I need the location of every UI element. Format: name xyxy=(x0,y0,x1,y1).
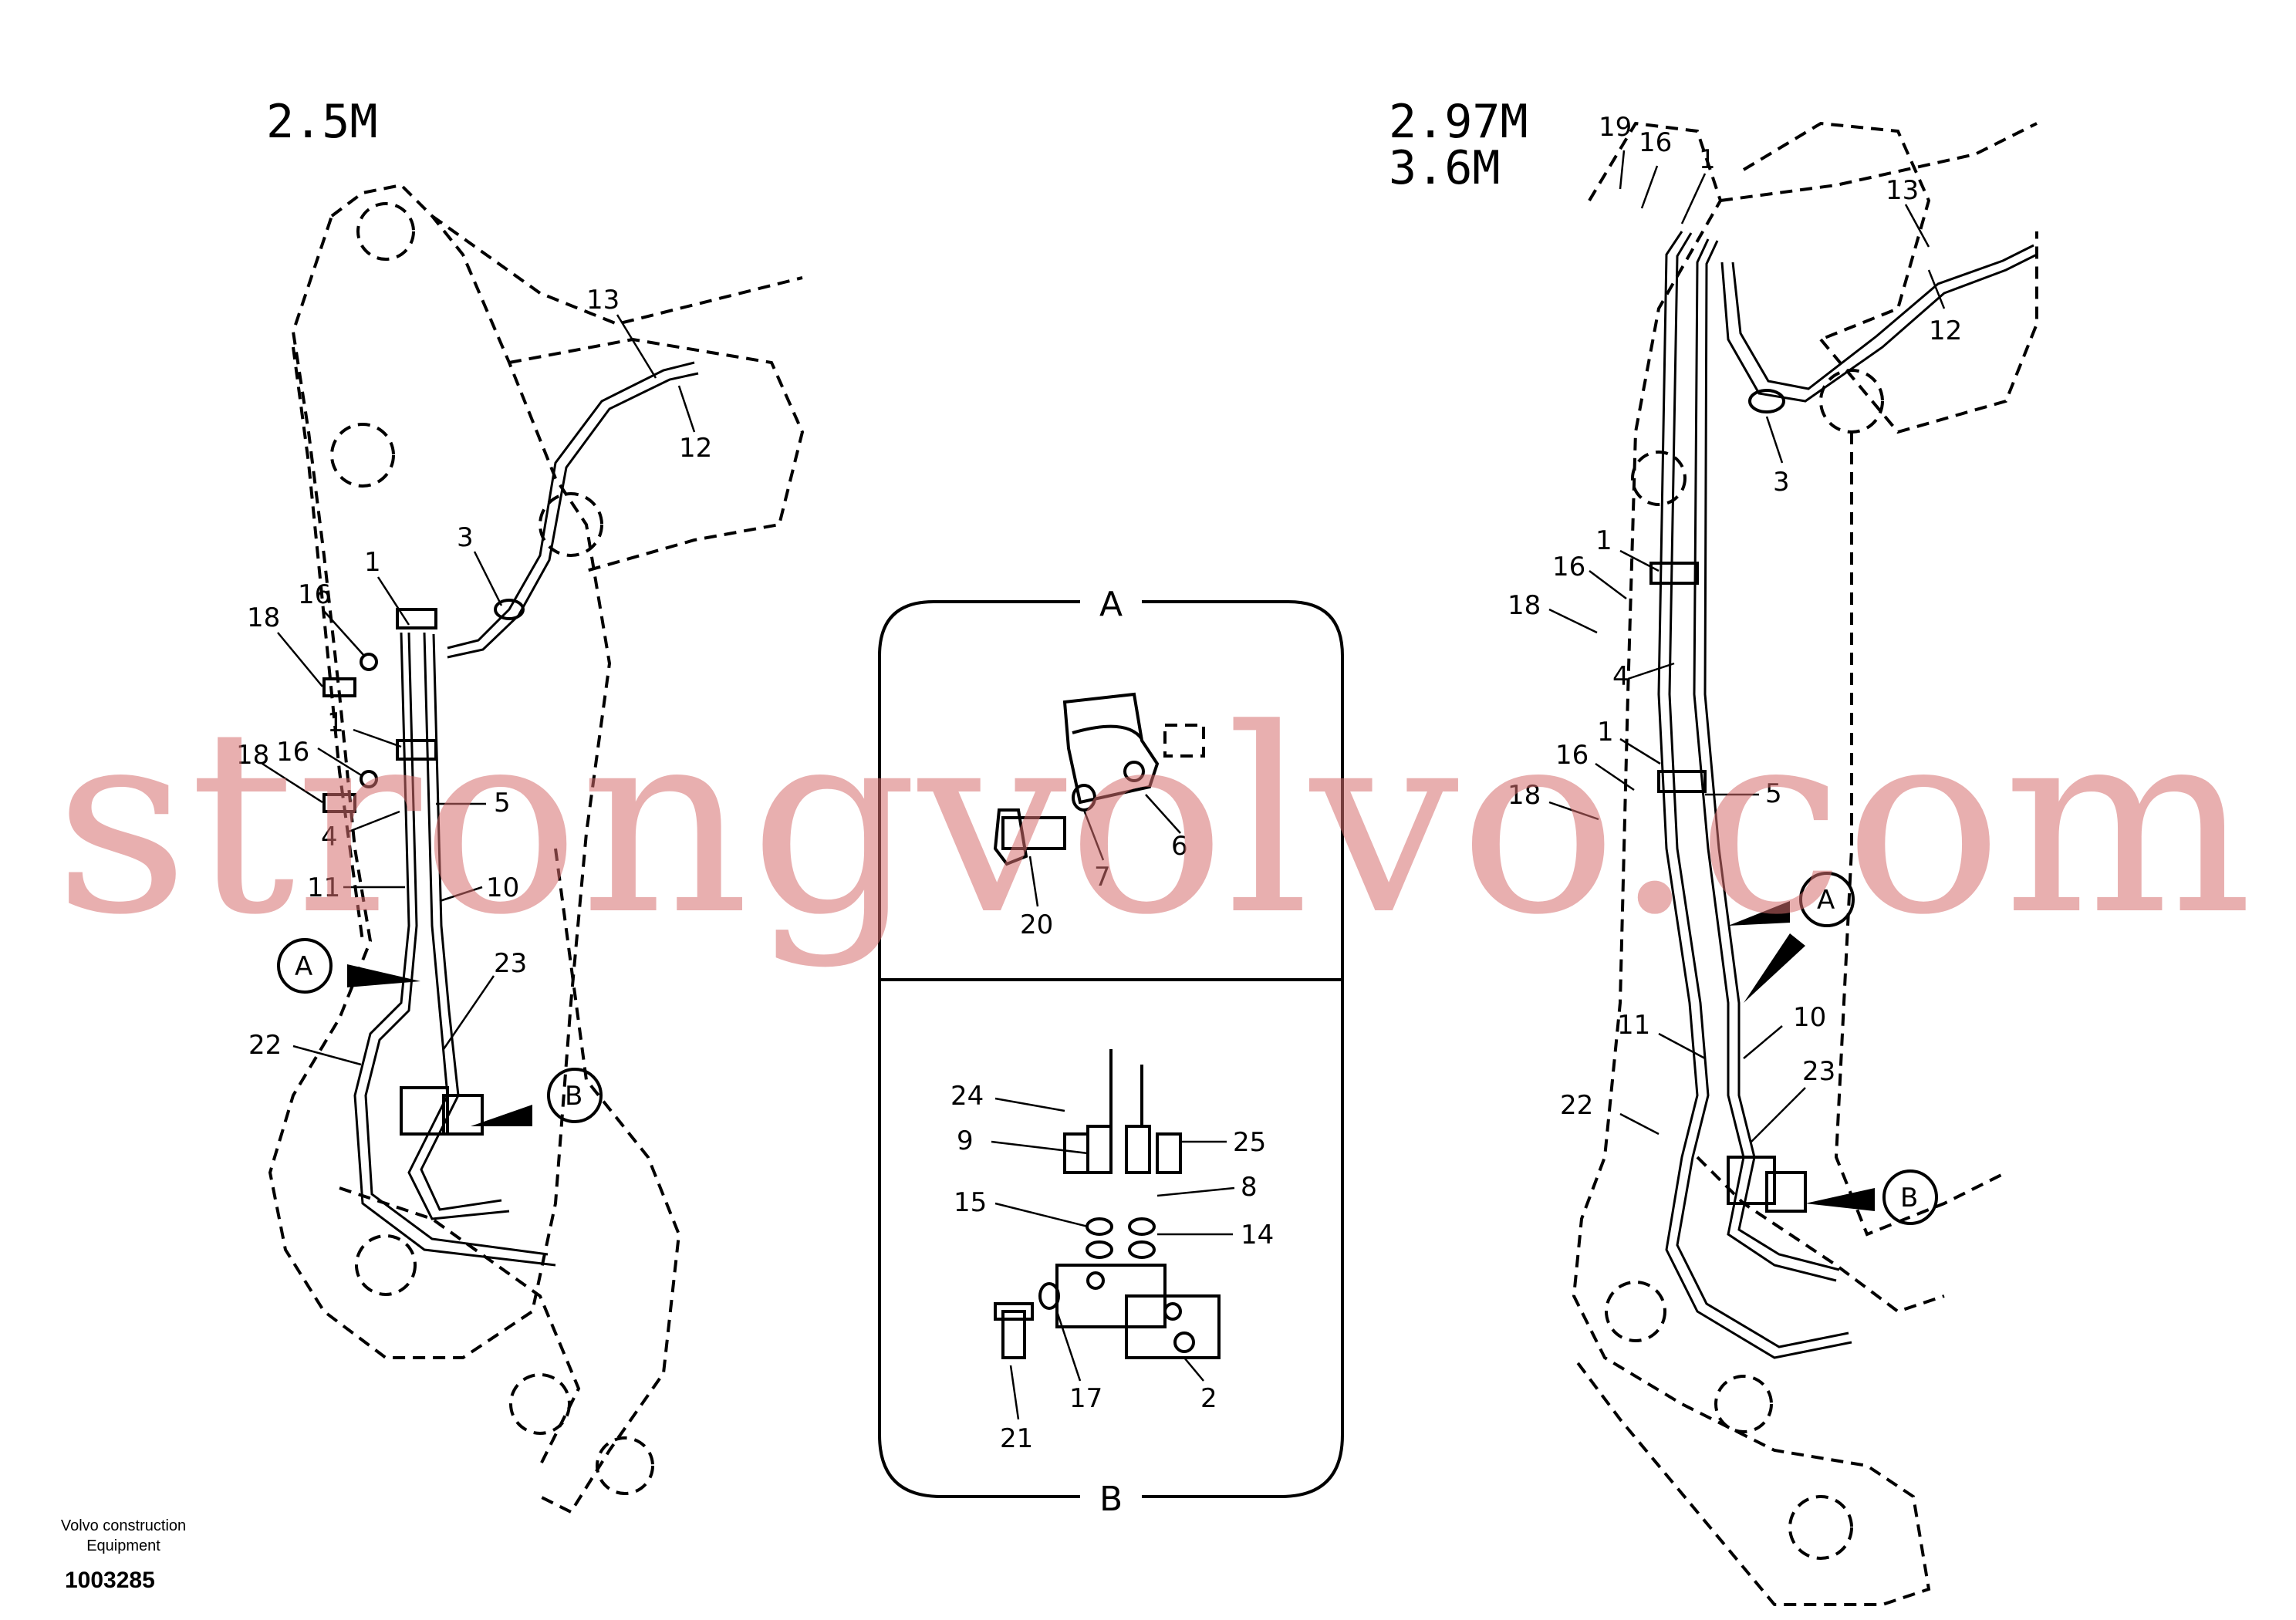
callout: 24 xyxy=(950,1081,984,1112)
left-small-parts xyxy=(322,653,378,813)
callout: 15 xyxy=(954,1187,987,1218)
detail-b-parts xyxy=(994,1049,1221,1359)
callout: 1 xyxy=(1597,717,1614,748)
callout: 22 xyxy=(1560,1090,1593,1121)
callout: 25 xyxy=(1233,1127,1266,1158)
callout: 14 xyxy=(1241,1220,1274,1250)
callout: 3 xyxy=(457,522,474,553)
callout: 9 xyxy=(957,1126,974,1156)
callout: 23 xyxy=(494,948,527,979)
section-label-a: A xyxy=(1099,585,1123,624)
watermark-text: strongvolvo.com xyxy=(54,674,2253,970)
callout: 4 xyxy=(1612,661,1629,692)
callout: 7 xyxy=(1094,862,1111,893)
left-boom-outline xyxy=(268,183,805,1514)
detail-frame xyxy=(878,585,1344,1514)
callout: 1 xyxy=(364,547,381,578)
callout: B xyxy=(565,1081,582,1112)
callout: 5 xyxy=(494,788,511,818)
callout: 11 xyxy=(1617,1010,1650,1041)
callout: 13 xyxy=(586,285,620,316)
callout: 11 xyxy=(307,872,340,903)
callout: 4 xyxy=(321,822,338,852)
callout: 1 xyxy=(1595,525,1612,556)
callout: 22 xyxy=(248,1030,282,1061)
right-callouts: 19 16 1 13 12 3 1 16 18 4 1 16 18 5 A 11… xyxy=(1508,112,1962,1225)
left-hose-assembly xyxy=(353,361,699,1267)
right-hose-assembly xyxy=(1649,231,2038,1359)
callout: 18 xyxy=(247,602,280,633)
callout: 18 xyxy=(236,740,269,771)
drawing-part-number: 1003285 xyxy=(65,1568,155,1593)
callout: 16 xyxy=(1552,552,1585,582)
callout: A xyxy=(295,951,312,982)
callout: 21 xyxy=(1000,1423,1033,1454)
callout: 16 xyxy=(1555,740,1589,771)
callout: B xyxy=(1900,1183,1918,1213)
callout: 12 xyxy=(1929,316,1962,346)
company-name-line2: Equipment xyxy=(86,1537,160,1554)
callout: 16 xyxy=(298,579,331,610)
callout: 2 xyxy=(1200,1383,1217,1414)
right-view-title-line1: 2.97M xyxy=(1389,95,1528,149)
left-callouts: 13 12 3 1 16 18 1 16 18 5 4 11 10 A 23 2… xyxy=(236,285,712,1126)
callout: 10 xyxy=(486,872,519,903)
callout: 6 xyxy=(1171,831,1188,862)
callout: 18 xyxy=(1508,780,1541,811)
callout: 20 xyxy=(1020,910,1053,940)
callout: 12 xyxy=(679,433,712,464)
detail-callouts: 6 7 20 24 9 25 8 15 14 17 21 2 xyxy=(950,794,1274,1454)
callout: 18 xyxy=(1508,590,1541,621)
callout: 17 xyxy=(1069,1383,1102,1414)
callout: 5 xyxy=(1765,778,1782,809)
callout: 1 xyxy=(1699,144,1716,175)
callout: 19 xyxy=(1599,112,1632,143)
callout: 3 xyxy=(1773,467,1790,498)
right-view-title-line2: 3.6M xyxy=(1389,141,1501,195)
callout: 13 xyxy=(1886,175,1919,206)
callout: 16 xyxy=(276,737,309,768)
detail-a-parts xyxy=(993,692,1205,866)
callout: 10 xyxy=(1793,1002,1826,1033)
left-view-title: 2.5M xyxy=(266,95,378,149)
callout: 1 xyxy=(327,707,344,738)
callout: A xyxy=(1817,885,1835,916)
callout: 8 xyxy=(1241,1172,1258,1203)
company-name-line1: Volvo construction xyxy=(61,1517,186,1534)
callout: 16 xyxy=(1639,127,1672,158)
section-label-b: B xyxy=(1099,1480,1123,1519)
callout: 23 xyxy=(1802,1056,1835,1087)
